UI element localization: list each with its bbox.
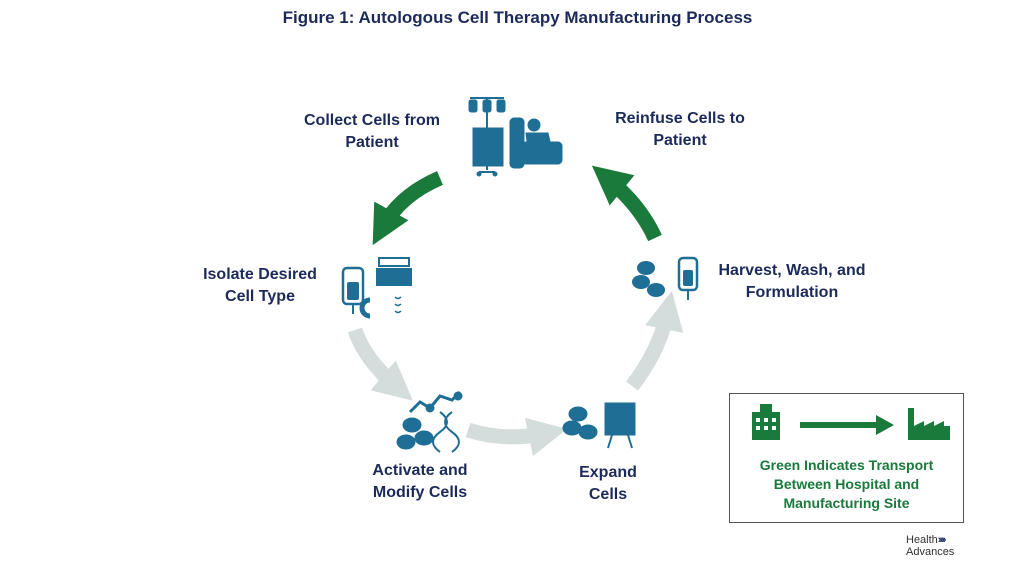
transport-arrow-collect-to-isolate <box>372 171 444 246</box>
step-label-harvest: Harvest, Wash, and Formulation <box>702 260 882 304</box>
collect-line1: Collect Cells from <box>303 112 441 129</box>
process-arrow-expand-to-harvest <box>626 290 684 391</box>
reinfuse-line2: Patient <box>653 132 707 149</box>
blood-bag-centrifuge-magnet-icon <box>341 257 412 319</box>
activate-line2: Modify Cells <box>372 484 468 501</box>
logo-line2: Advances <box>906 546 955 558</box>
reinfuse-line1: Reinfuse Cells to <box>615 110 745 127</box>
step-label-isolate: Isolate Desired Cell Type <box>186 264 334 308</box>
legend-box: Green Indicates Transport Between Hospit… <box>729 393 964 523</box>
cells-infusion-bag-icon <box>632 256 699 300</box>
isolate-line1: Isolate Desired <box>203 266 317 283</box>
factory-icon <box>908 408 950 440</box>
step-label-reinfuse: Reinfuse Cells to Patient <box>600 108 760 152</box>
hospital-icon <box>752 404 780 440</box>
collect-line2: Patient <box>345 134 399 151</box>
logo-chevrons-icon: ›››› <box>937 534 947 546</box>
figure-title: Figure 1: Autologous Cell Therapy Manufa… <box>282 8 753 27</box>
legend-line3: Manufacturing Site <box>783 495 910 511</box>
logo-line1: Health <box>906 534 938 546</box>
antibody-cells-dna-icon <box>396 390 463 453</box>
process-arrow-activate-to-expand <box>465 417 568 457</box>
harvest-line1: Harvest, Wash, and <box>718 262 866 279</box>
isolate-line2: Cell Type <box>225 288 295 305</box>
legend-line1: Green Indicates Transport <box>759 457 934 473</box>
legend-description: Green Indicates Transport Between Hospit… <box>730 456 963 513</box>
expand-line2: Cells <box>588 486 628 503</box>
legend-arrow-head <box>876 415 894 435</box>
step-label-expand: Expand Cells <box>558 462 658 506</box>
legend-graphic <box>752 404 950 440</box>
brand-logo: Health›››› Advances <box>906 534 954 558</box>
iv-pole-patient-chair-icon <box>468 97 563 177</box>
transport-arrow-harvest-to-reinfuse <box>591 165 662 242</box>
activate-line1: Activate and <box>372 462 468 479</box>
step-label-activate: Activate and Modify Cells <box>350 460 490 504</box>
legend-line2: Between Hospital and <box>773 476 920 492</box>
cells-bioreactor-icon <box>562 402 636 449</box>
expand-line1: Expand <box>579 464 637 481</box>
process-arrow-isolate-to-activate <box>347 327 413 401</box>
harvest-line2: Formulation <box>745 284 839 301</box>
step-label-collect: Collect Cells from Patient <box>292 110 452 154</box>
